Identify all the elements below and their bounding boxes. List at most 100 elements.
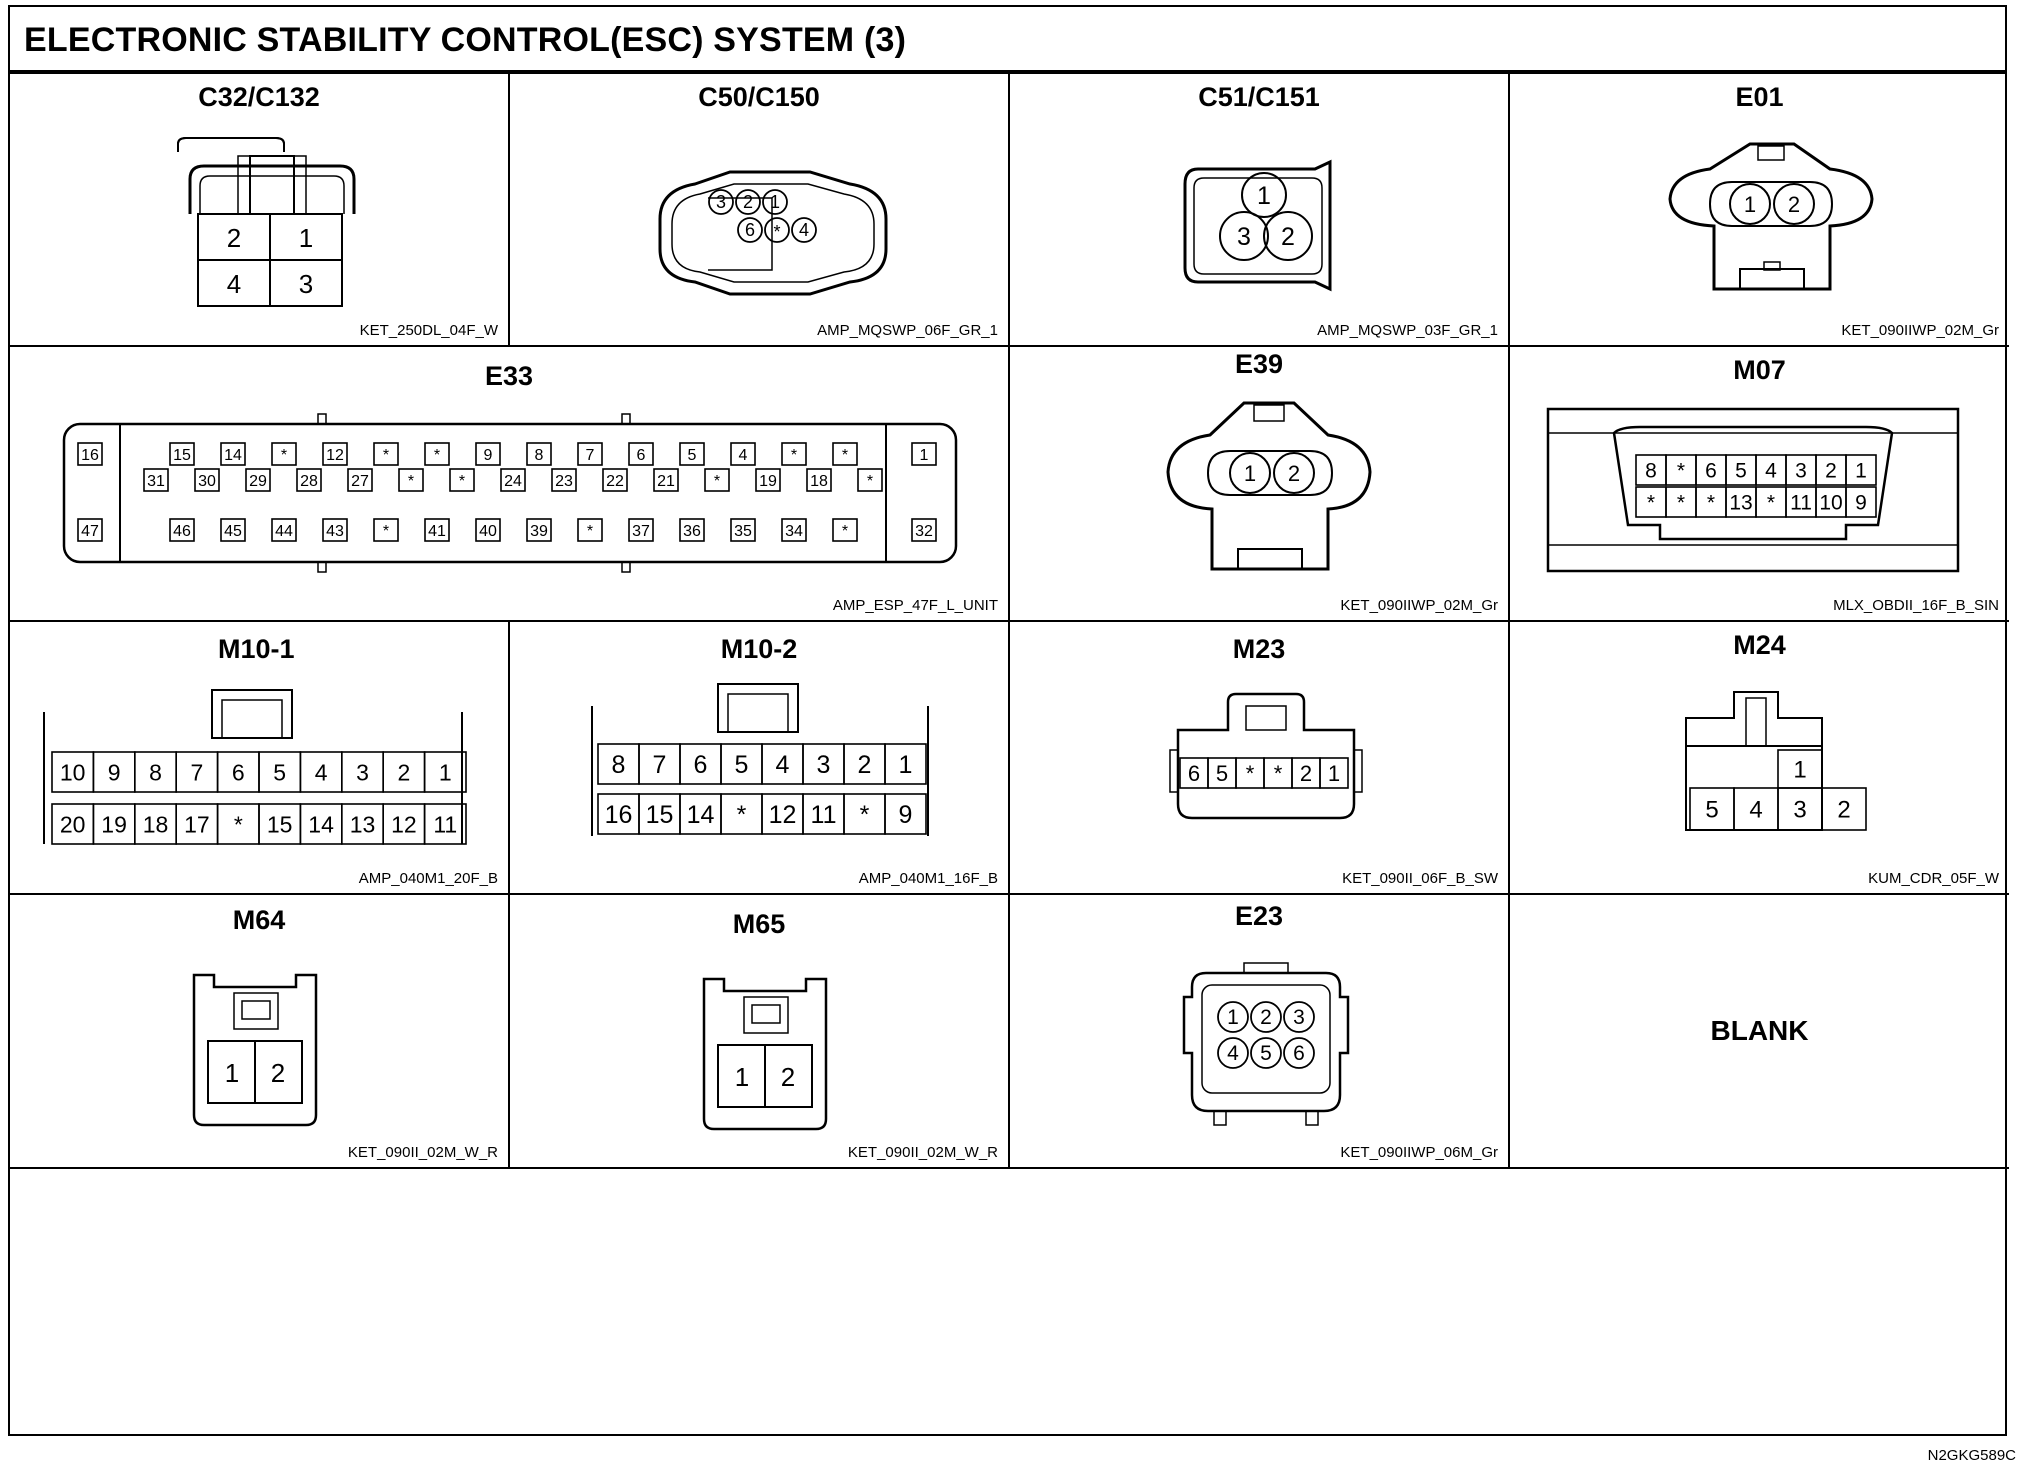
pin-cell: 34	[781, 518, 807, 542]
pin-cell: 7	[638, 743, 681, 785]
pin-cell: 19	[755, 468, 781, 492]
pin-label: 3	[1793, 797, 1806, 824]
pin-cell: 1	[1777, 749, 1823, 789]
pin-label: 27	[351, 473, 369, 490]
pin-cell: 8	[597, 743, 640, 785]
pin-label: 15	[646, 801, 674, 829]
pin-label: 1	[1793, 757, 1806, 784]
pin-cell: 23	[551, 468, 577, 492]
pin-grid: 1 2	[735, 1062, 795, 1092]
pin-cell: 16	[77, 442, 103, 466]
connector-e01: E01 1 2 KET_090IIWP_02M_Gr	[1510, 74, 2009, 347]
pin-label: 28	[300, 473, 318, 490]
connector-c50: C50/C150 3 2 1 6 * 4 AMP_MQSWP_06F_GR_1	[510, 74, 1010, 347]
pin-cell: 21	[653, 468, 679, 492]
pin-cell: *	[1665, 486, 1697, 518]
pin-label: 2	[781, 1062, 795, 1092]
pin-cell: 43	[322, 518, 348, 542]
pin-cell: 6	[679, 743, 722, 785]
pin-cell: 18	[806, 468, 832, 492]
pin-label: 14	[224, 447, 242, 464]
pin-cell: 3	[802, 743, 845, 785]
pin-cell: 3	[340, 751, 384, 793]
pin-cell: 4	[761, 743, 804, 785]
pin-cell: *	[1665, 454, 1697, 486]
pin-label: 16	[605, 801, 633, 829]
pin-cell: 6	[1179, 757, 1209, 789]
diagram-frame: ELECTRONIC STABILITY CONTROL(ESC) SYSTEM…	[8, 5, 2009, 1436]
pin-cell: 14	[299, 803, 343, 845]
pin-label: 2	[1825, 460, 1837, 483]
pin-cell: *	[449, 468, 475, 492]
pin-cell: *	[1695, 486, 1727, 518]
pin-cell: 2	[1291, 757, 1321, 789]
pin-label: 6	[745, 220, 755, 240]
pin-label: 1	[770, 192, 780, 212]
pin-grid: 1 2	[1744, 192, 1800, 217]
pin-label: 4	[739, 447, 748, 464]
pin-label: *	[842, 447, 848, 464]
pin-label: *	[383, 447, 389, 464]
pin-cell: 2	[1815, 454, 1847, 486]
pin-label: 3	[1237, 223, 1251, 251]
pin-label: 1	[299, 223, 313, 253]
pin-cell: 36	[679, 518, 705, 542]
pin-cell: 14	[679, 793, 722, 835]
pin-label: 1	[1855, 460, 1867, 483]
pin-cell: *	[1755, 486, 1787, 518]
connector-c51: C51/C151 1 3 2 AMP_MQSWP_03F_GR_1	[1010, 74, 1510, 347]
connector-code: KET_090IIWP_02M_Gr	[1340, 597, 1498, 614]
connector-name: M10-2	[720, 634, 798, 664]
pin-label: 20	[60, 811, 86, 837]
pin-cell: 9	[1845, 486, 1877, 518]
pin-cell: 15	[169, 442, 195, 466]
pin-label: 2	[227, 223, 241, 253]
pin-label: *	[234, 811, 243, 837]
connector-code: AMP_MQSWP_06F_GR_1	[817, 322, 998, 339]
pin-label: *	[1677, 460, 1685, 483]
pin-cell: *	[832, 518, 858, 542]
pin-label: 7	[191, 759, 204, 785]
pin-label: 1	[735, 1062, 749, 1092]
pin-cell: *	[373, 442, 399, 466]
pin-label: 3	[716, 192, 726, 212]
pin-cell: 39	[526, 518, 552, 542]
pin-label: 7	[653, 751, 667, 779]
pin-label: 18	[810, 473, 828, 490]
connector-e23-drawing: 1 2 3 4 5 6	[1182, 962, 1350, 1126]
pin-label: 5	[1260, 1042, 1272, 1065]
pin-cell: 3	[1785, 454, 1817, 486]
pin-label: 19	[101, 811, 127, 837]
pin-cell: *	[577, 518, 603, 542]
pin-label: 5	[1735, 460, 1747, 483]
pin-cell: 2	[382, 751, 426, 793]
pin-label: 31	[147, 473, 165, 490]
connector-name: M64	[232, 905, 286, 935]
pin-cell: 1	[423, 751, 467, 793]
blank-label: BLANK	[1710, 1015, 1809, 1046]
pin-cell: 6	[216, 751, 260, 793]
pin-cell: 37	[628, 518, 654, 542]
connector-name: M23	[1232, 634, 1286, 664]
pin-label: *	[434, 447, 440, 464]
pin-label: *	[773, 222, 780, 242]
pin-label: 37	[632, 523, 650, 540]
pin-cell: 5	[720, 743, 763, 785]
connector-m64: M64 1 2 KET_090II_02M_W_R	[10, 895, 510, 1169]
pin-cell: 16	[597, 793, 640, 835]
connector-code: AMP_040M1_20F_B	[358, 870, 498, 887]
pin-label: 3	[299, 269, 313, 299]
pin-label: 3	[817, 751, 831, 779]
connector-e23: E23 1 2 3 4 5 6 KET_090IIWP_06M_Gr	[1010, 895, 1510, 1169]
pin-cell: 32	[911, 518, 937, 542]
pin-label: 1	[439, 759, 452, 785]
pin-label: *	[383, 523, 389, 540]
pin-cell: 2	[843, 743, 886, 785]
connector-e39-drawing: 1 2	[1166, 401, 1372, 571]
